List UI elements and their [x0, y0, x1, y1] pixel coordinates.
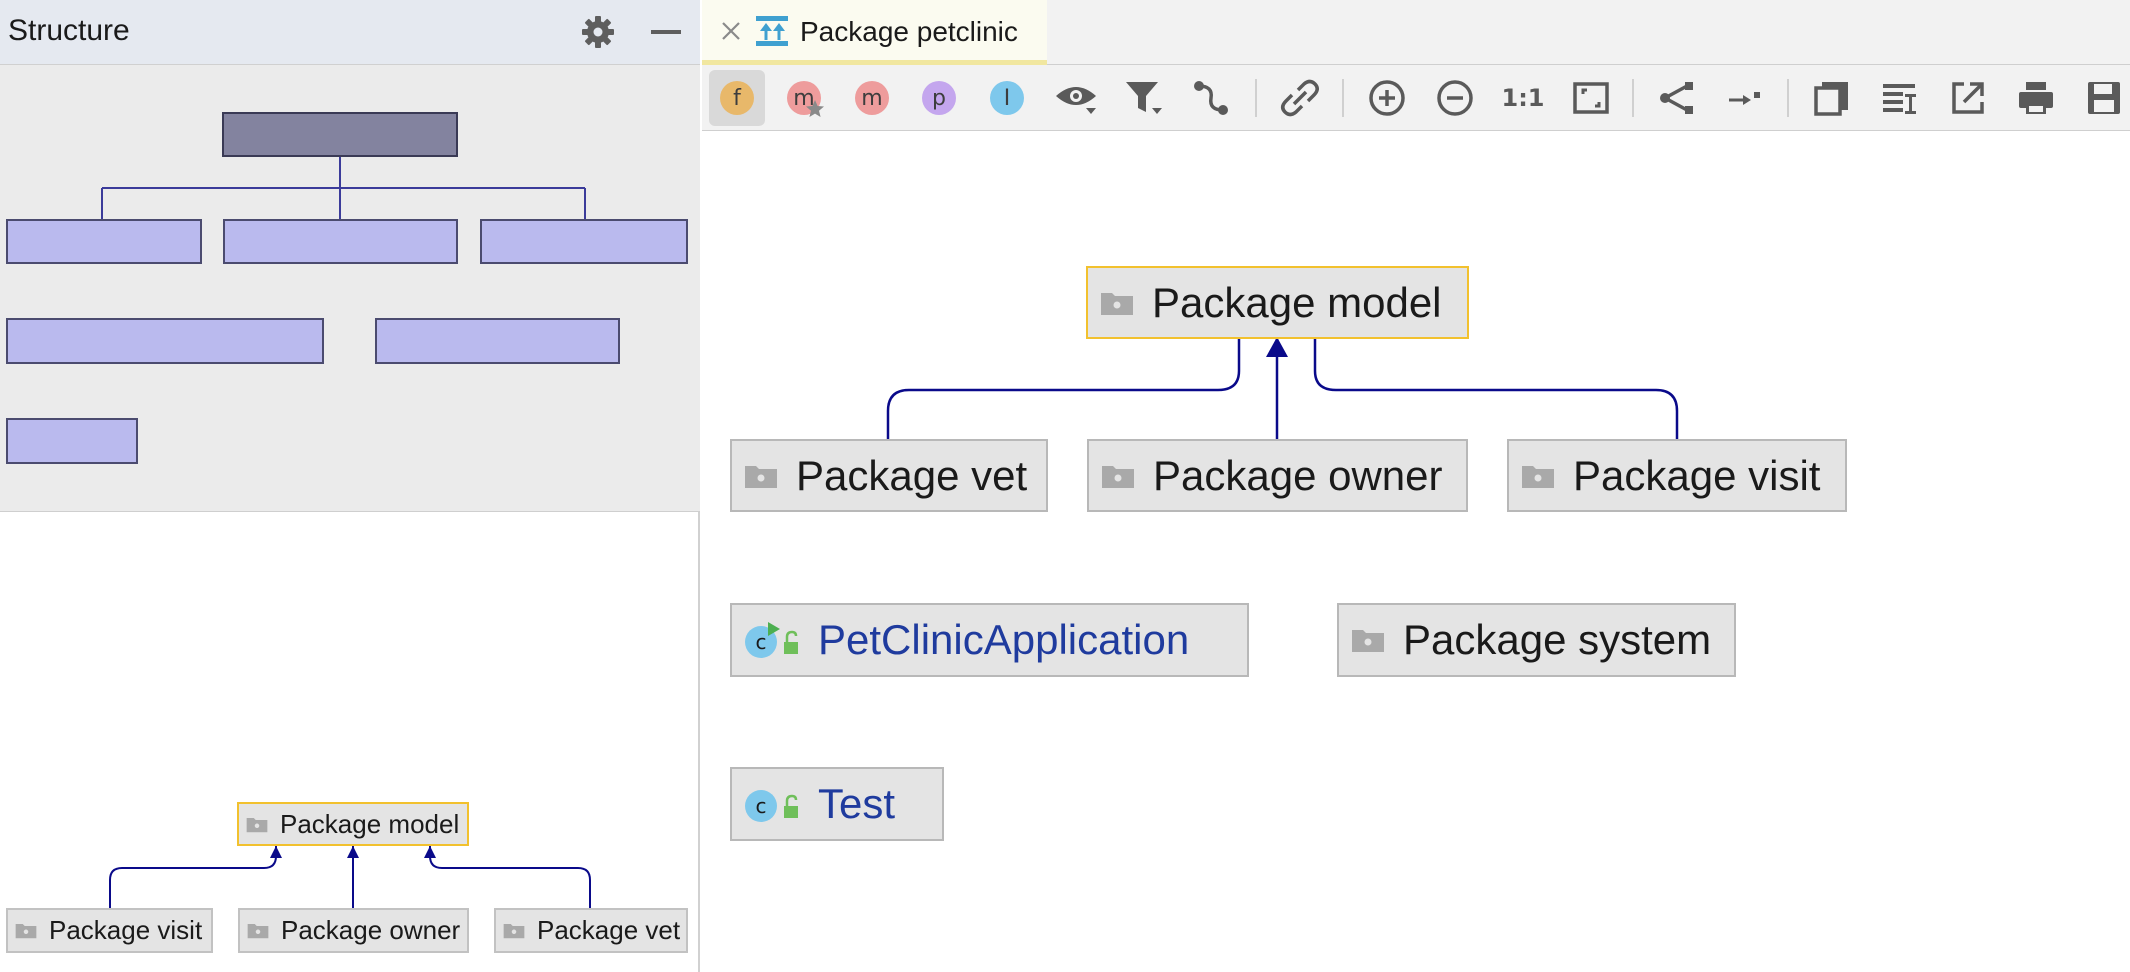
minimap-arrowhead-visit: [270, 846, 282, 858]
save-diagram-icon[interactable]: [2076, 70, 2130, 126]
property-icon: p: [922, 81, 956, 115]
overview-node-test: [6, 418, 138, 464]
edge-routing-icon[interactable]: [1183, 70, 1239, 126]
inheritance-arrowhead: [1266, 337, 1288, 357]
minimap-node-model-label: Package model: [280, 808, 460, 839]
constructor-icon: m: [787, 81, 824, 117]
zoom-out-icon[interactable]: [1427, 70, 1483, 126]
node-package-owner-label: Package owner: [1153, 451, 1443, 499]
node-petclinic-application-label: PetClinicApplication: [818, 616, 1190, 663]
field-icon: f: [720, 81, 754, 115]
export-diagram-icon[interactable]: [1940, 70, 1996, 126]
node-package-visit-label: Package visit: [1573, 451, 1821, 499]
folder-icon: [15, 924, 37, 939]
toolbar-separator: [1342, 79, 1344, 117]
node-test-class-label: Test: [818, 780, 896, 827]
toolbar-separator: [1632, 79, 1634, 117]
diagram-overview[interactable]: [0, 65, 700, 512]
edge-visit-to-model: [1313, 337, 1679, 439]
folder-icon: [1102, 465, 1134, 488]
tab-package-petclinic[interactable]: Package petclinic: [702, 0, 1047, 65]
minimap-node-model: Package model: [237, 802, 469, 846]
node-package-vet-label: Package vet: [796, 451, 1028, 499]
overview-node-owner: [223, 219, 458, 264]
folder-icon: [1522, 465, 1554, 488]
overview-node-system: [375, 318, 620, 364]
node-test-class[interactable]: c Test: [730, 767, 944, 841]
edge-vet-to-model: [886, 337, 1241, 439]
method-icon: m: [855, 81, 889, 115]
show-dependencies-link-icon[interactable]: [1272, 70, 1328, 126]
minimap-arrowhead-vet: [424, 846, 436, 858]
minimap-node-visit-label: Package visit: [49, 915, 203, 945]
overview-node-visit: [480, 219, 688, 264]
inner-class-icon: I: [990, 81, 1024, 115]
minimap-node-vet-label: Package vet: [537, 915, 681, 945]
apply-layout-icon[interactable]: [1649, 70, 1705, 126]
runnable-class-icon: c: [744, 620, 800, 660]
show-inner-classes-button[interactable]: I: [979, 70, 1035, 126]
minimap-node-owner-label: Package owner: [281, 915, 461, 945]
toolbar-separator: [1787, 79, 1789, 117]
toolbar-separator: [1255, 79, 1257, 117]
route-edges-icon[interactable]: [1717, 70, 1773, 126]
class-icon: c: [744, 784, 800, 824]
folder-icon: [1352, 630, 1384, 652]
filter-icon[interactable]: [1116, 70, 1172, 126]
show-constructors-button[interactable]: m: [776, 70, 832, 126]
minimap-edges: [109, 846, 591, 908]
tab-label: Package petclinic: [800, 16, 1018, 47]
print-icon[interactable]: [2008, 70, 2064, 126]
editor-tab-bar: Package petclinic: [702, 0, 2130, 65]
fit-content-icon[interactable]: [1563, 70, 1619, 126]
minimap-arrowhead-owner: [347, 846, 359, 858]
actual-size-label: 1:1: [1501, 84, 1545, 112]
folder-icon: [1101, 292, 1133, 315]
actual-size-button[interactable]: 1:1: [1495, 70, 1551, 126]
overview-node-petclinic-application: [6, 318, 324, 364]
structure-title: Structure: [8, 14, 130, 47]
layout-settings-icon[interactable]: [1872, 70, 1928, 126]
node-package-vet[interactable]: Package vet: [730, 439, 1048, 512]
folder-icon: [503, 924, 525, 939]
copy-diagram-icon[interactable]: [1804, 70, 1860, 126]
tab-close-icon[interactable]: [718, 18, 744, 44]
diagram-icon: [755, 14, 789, 48]
structure-header: Structure: [0, 0, 700, 65]
node-package-system-label: Package system: [1403, 616, 1712, 663]
minimap-preview: Package model Package visit Package owne…: [0, 512, 700, 972]
node-petclinic-application[interactable]: c PetClinicApplication: [730, 603, 1249, 677]
minimap-node-visit: Package visit: [6, 908, 213, 953]
folder-icon: [246, 817, 268, 832]
overview-edges: [101, 156, 586, 219]
show-fields-button[interactable]: f: [709, 70, 765, 126]
show-methods-button[interactable]: m: [844, 70, 900, 126]
zoom-in-icon[interactable]: [1359, 70, 1415, 126]
node-package-model-label: Package model: [1152, 278, 1442, 326]
svg-text:c: c: [756, 794, 767, 818]
diagram-toolbar: f m m p I 1:1: [702, 65, 2130, 131]
minimap-node-owner: Package owner: [238, 908, 469, 953]
settings-gear-icon[interactable]: [580, 14, 616, 50]
node-package-system[interactable]: Package system: [1337, 603, 1736, 677]
minimize-icon[interactable]: [648, 14, 684, 50]
minimap-node-vet: Package vet: [494, 908, 688, 953]
diagram-edges: [886, 337, 1679, 439]
show-properties-button[interactable]: p: [911, 70, 967, 126]
folder-icon: [745, 465, 777, 488]
overview-node-model: [222, 112, 458, 157]
diagram-canvas[interactable]: Package model Package vet Package owner …: [702, 131, 2130, 972]
node-package-model[interactable]: Package model: [1086, 266, 1469, 339]
node-package-visit[interactable]: Package visit: [1507, 439, 1847, 512]
node-package-owner[interactable]: Package owner: [1087, 439, 1468, 512]
visibility-eye-icon[interactable]: [1048, 70, 1104, 126]
overview-node-vet: [6, 219, 202, 264]
folder-icon: [247, 924, 269, 939]
svg-text:c: c: [756, 630, 767, 654]
structure-panel: Structure: [0, 0, 700, 972]
